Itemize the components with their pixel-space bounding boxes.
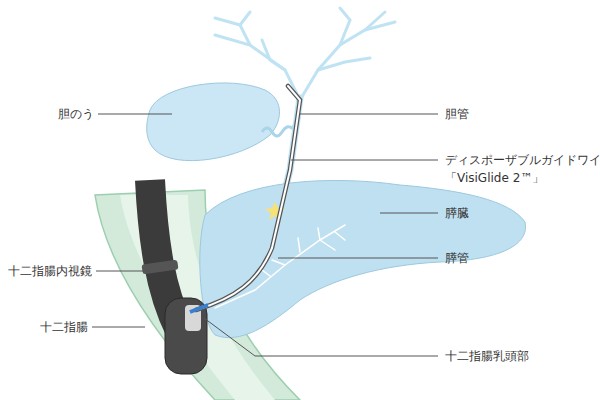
hepatic-ducts [215, 8, 395, 100]
guidewire-tip [190, 305, 208, 312]
gallbladder [147, 83, 280, 161]
organ-label: 胆管 [445, 105, 469, 123]
guidewire-outline [196, 86, 300, 310]
pancreas [200, 180, 526, 337]
organ-label: 十二指腸乳頭部 [445, 347, 529, 365]
guidewire [196, 86, 300, 310]
device-label: ディスポーザブルガイドワイヤG 「VisiGlide 2™」 [445, 151, 600, 187]
endoscope-band [141, 260, 178, 275]
device-label: 十二指腸内視鏡 [8, 262, 92, 280]
organ-label: 十二指腸 [40, 318, 88, 336]
endoscope-tip [165, 298, 207, 374]
organ-label: 膵管 [445, 249, 469, 267]
organ-label: 胆のう [58, 105, 94, 123]
leader-lines [92, 114, 438, 356]
organ-label: 膵臓 [445, 204, 469, 222]
